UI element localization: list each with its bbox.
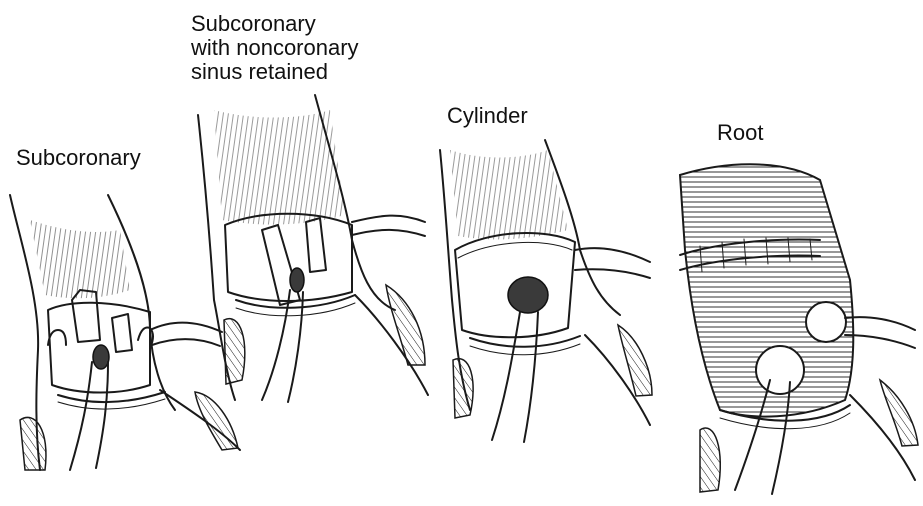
illustration-subcoronary-noncoronary-retained: [198, 95, 428, 402]
illustration-cylinder: [440, 140, 652, 442]
illustration-root: [680, 164, 918, 494]
illustration-subcoronary: [10, 195, 240, 470]
